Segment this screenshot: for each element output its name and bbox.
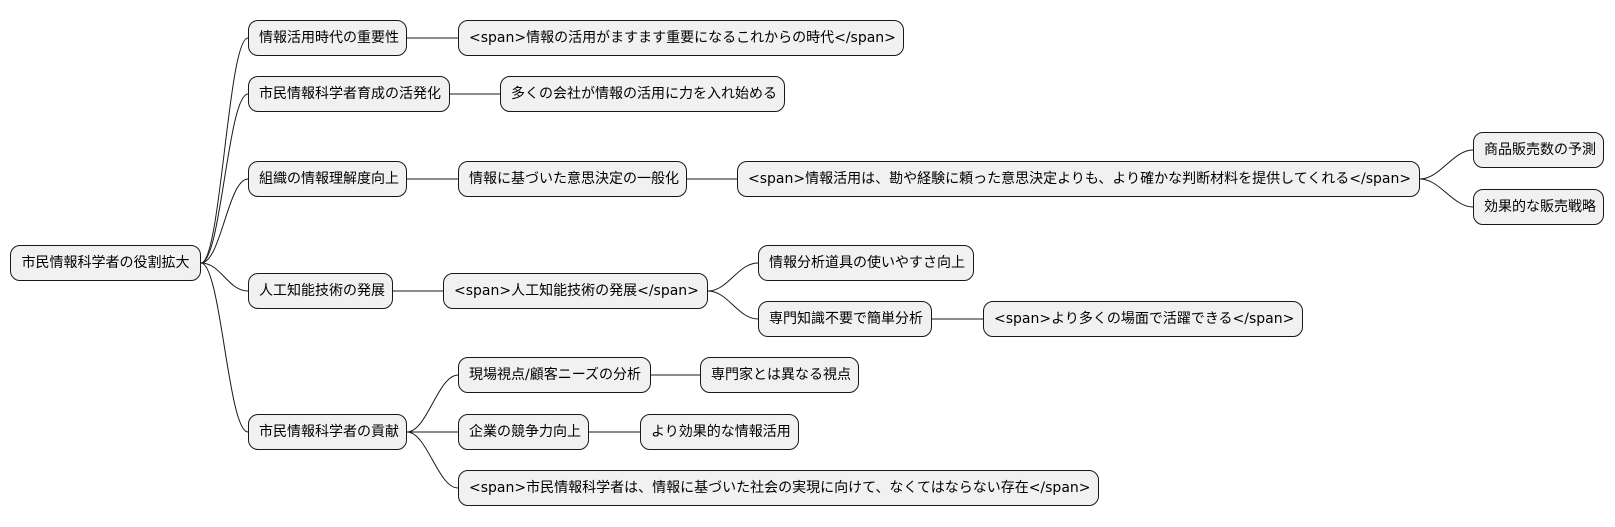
branch-node-3: 組織の情報理解度向上 — [248, 161, 407, 197]
branch-5-sub-2-child-node: より効果的な情報活用 — [640, 414, 799, 450]
edge-root-branch-4 — [200, 262, 249, 292]
branch-3-child-node: 情報に基づいた意思決定の一般化 — [458, 161, 687, 197]
edge-branch-4-sub-2 — [707, 290, 759, 320]
edge-root-branch-5 — [200, 262, 249, 433]
branch-node-4: 人工知能技術の発展 — [248, 273, 393, 309]
branch-3-grandchild-node: <span>情報活用は、勘や経験に頼った意思決定よりも、より確かな判断材料を提供… — [737, 161, 1420, 197]
edge-branch-5-sub-1 — [406, 374, 459, 433]
edge-branch-3-leaf-1 — [1419, 149, 1474, 180]
edge-branch-4-sub-1 — [707, 262, 759, 292]
branch-4-sub-2-child-node: <span>より多くの場面で活躍できる</span> — [983, 301, 1303, 337]
branch-5-sub-node-2: 企業の競争力向上 — [458, 414, 589, 450]
branch-5-sub-node-1: 現場視点/顧客ニーズの分析 — [458, 357, 651, 393]
branch-3-leaf-node-2: 効果的な販売戦略 — [1473, 189, 1604, 225]
edge-root-branch-2 — [200, 93, 249, 264]
edge-branch-5-sub-3 — [406, 431, 459, 489]
mindmap-root-node: 市民情報科学者の役割拡大 — [10, 245, 201, 281]
edge-root-branch-3 — [200, 178, 249, 264]
branch-4-child-node: <span>人工知能技術の発展</span> — [443, 273, 708, 309]
branch-4-sub-node-2: 専門知識不要で簡単分析 — [758, 301, 932, 337]
branch-node-2: 市民情報科学者育成の活発化 — [248, 76, 450, 112]
branch-1-child-node: <span>情報の活用がますます重要になるこれからの時代</span> — [458, 20, 904, 56]
edge-branch-3-leaf-2 — [1419, 178, 1474, 208]
branch-node-5: 市民情報科学者の貢献 — [248, 414, 407, 450]
branch-2-child-node: 多くの会社が情報の活用に力を入れ始める — [500, 76, 785, 112]
branch-3-leaf-node-1: 商品販売数の予測 — [1473, 132, 1604, 168]
edge-root-branch-1 — [200, 37, 249, 264]
branch-node-1: 情報活用時代の重要性 — [248, 20, 407, 56]
branch-5-sub-node-3: <span>市民情報科学者は、情報に基づいた社会の実現に向けて、なくてはならない… — [458, 470, 1099, 506]
branch-5-sub-1-child-node: 専門家とは異なる視点 — [700, 357, 859, 393]
branch-4-sub-node-1: 情報分析道具の使いやすさ向上 — [758, 245, 974, 281]
